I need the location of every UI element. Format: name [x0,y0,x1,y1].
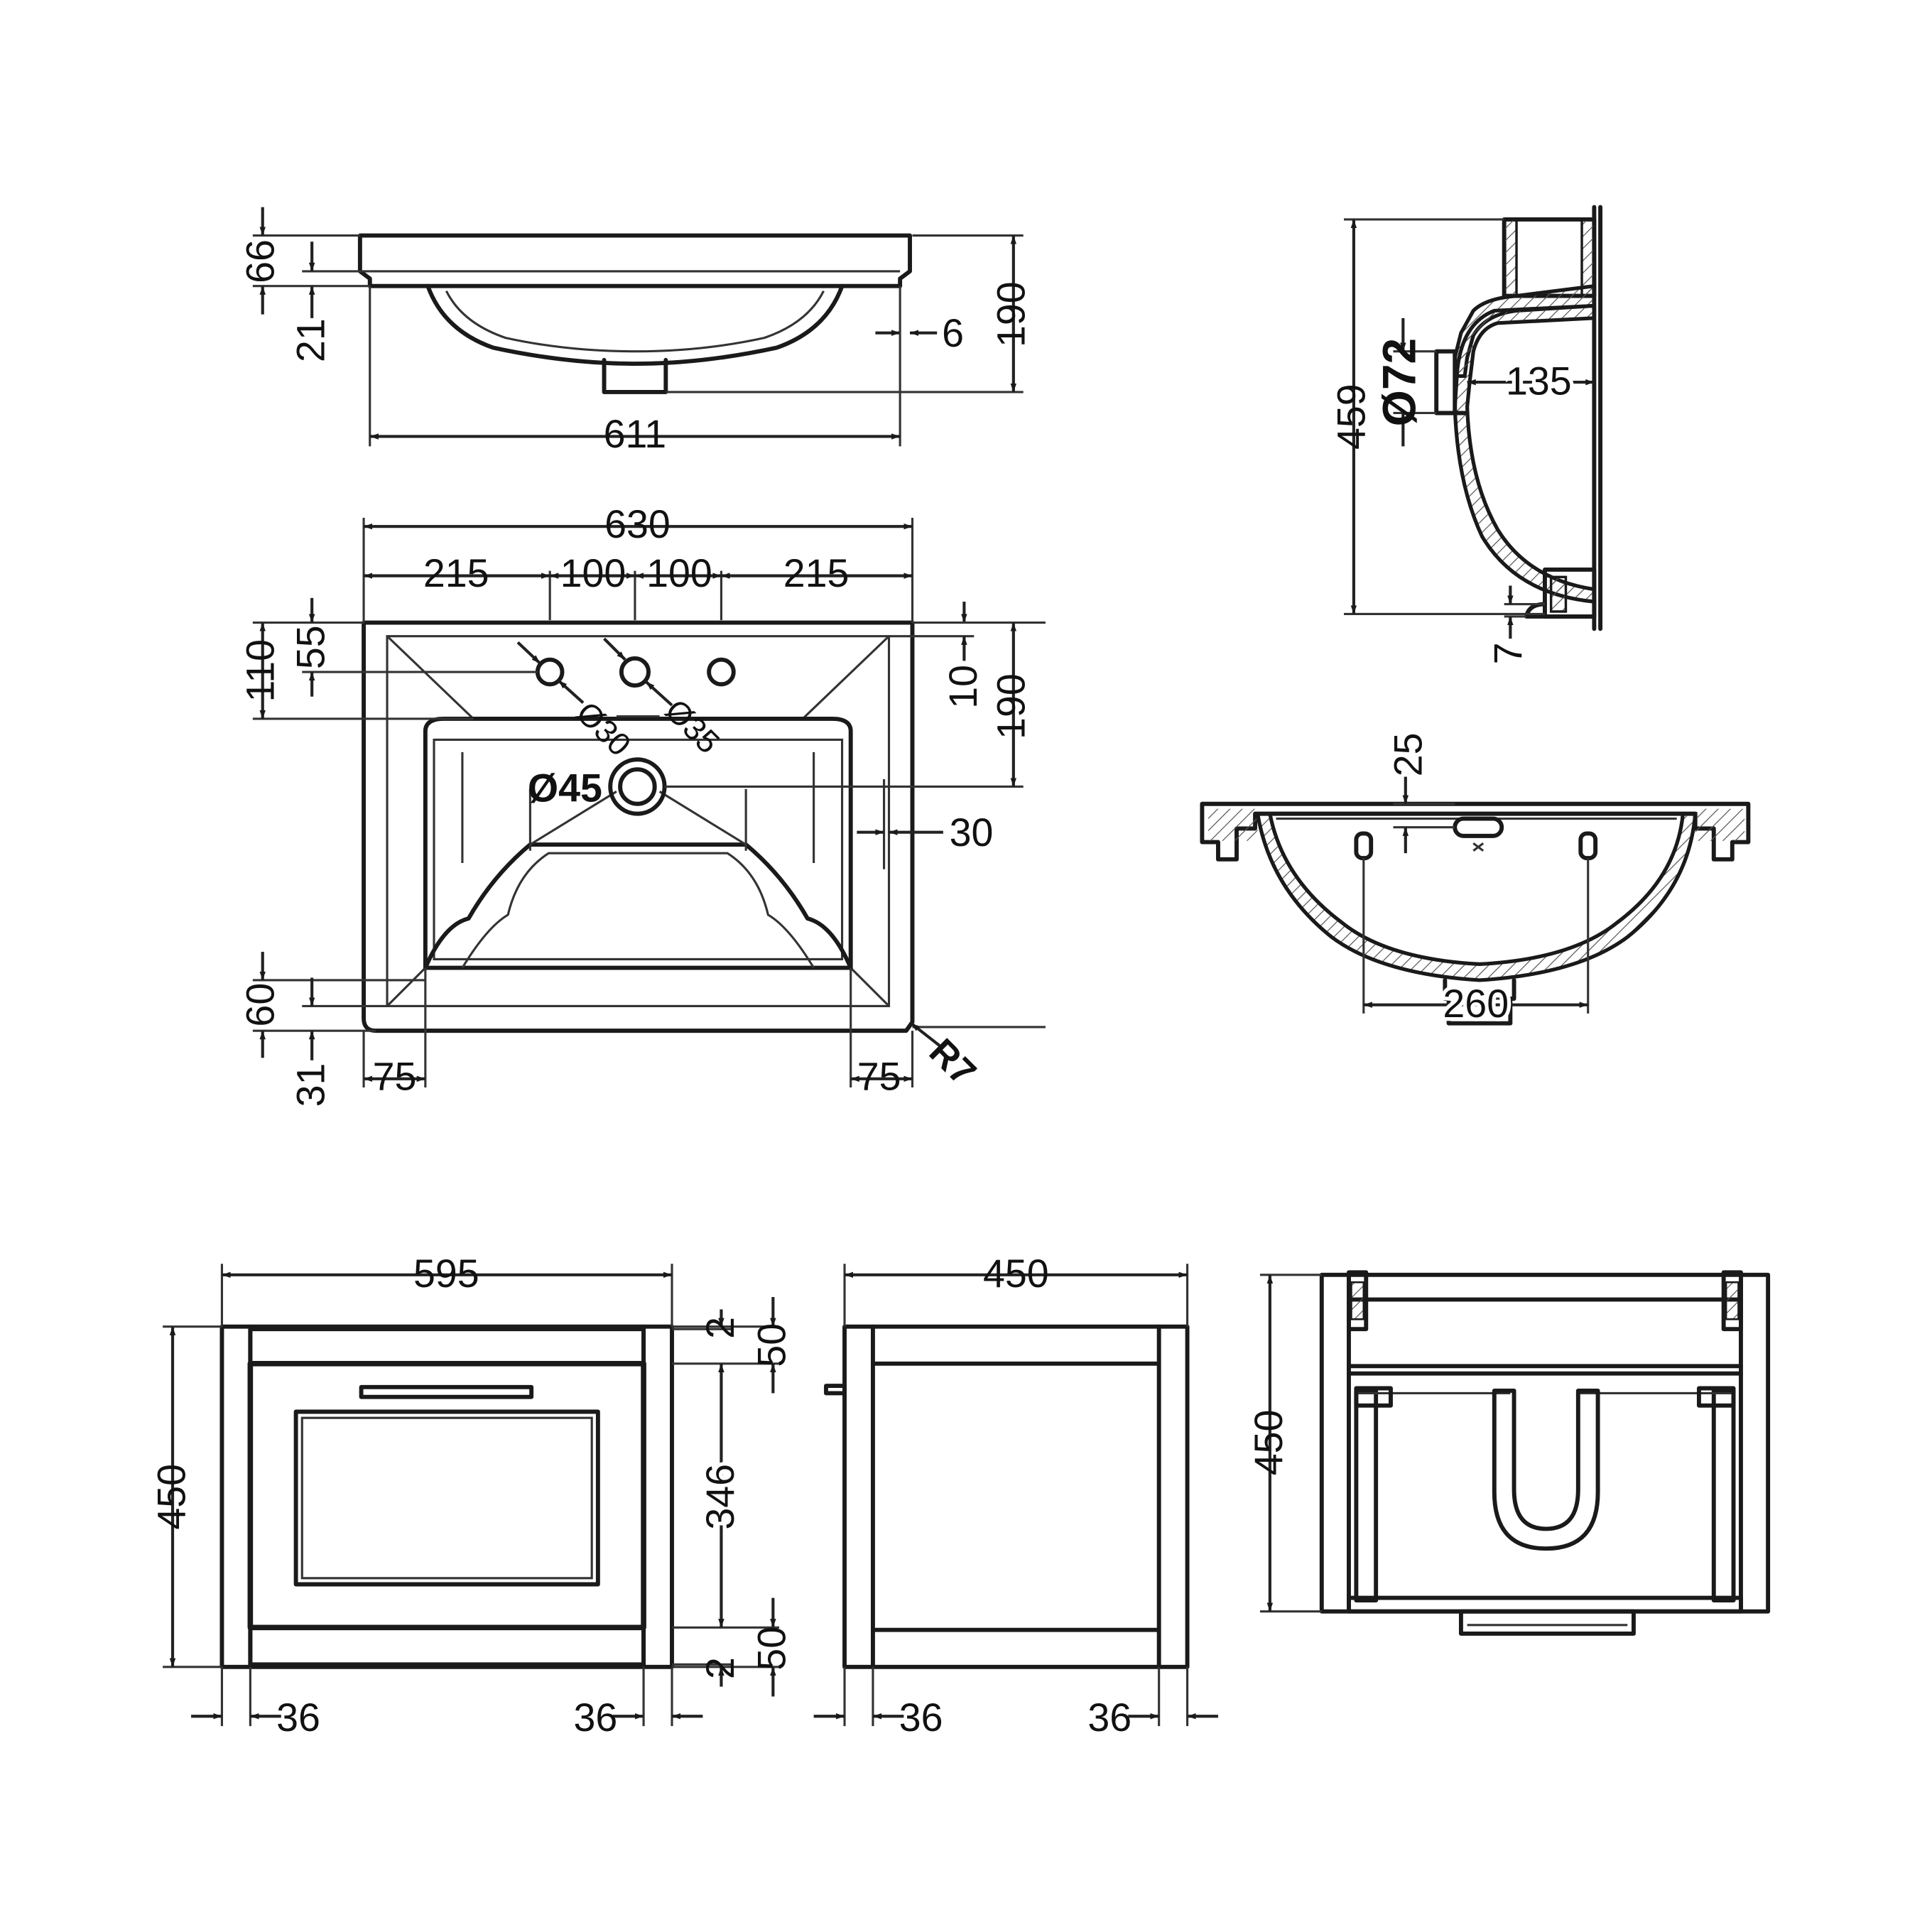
dim-595: 595 [413,1252,479,1296]
unit-side-view: 450 36 36 [813,1252,1218,1740]
dim-2-top: 2 [698,1317,742,1339]
dim-36-front-left: 36 [276,1695,320,1740]
dim-135: 135 [1506,359,1572,403]
dim-50-bottom: 50 [750,1627,794,1671]
dim-7: 7 [1486,643,1530,665]
basin-front-section: 25 260 [1200,732,1751,1029]
dim-346: 346 [698,1464,742,1530]
dim-459: 459 [1330,384,1374,450]
dim-110: 110 [238,639,282,702]
dim-dia-72: Ø72 [1373,338,1426,427]
dim-215-left: 215 [423,551,489,595]
unit-side-outline [824,1324,1190,1669]
basin-front-dimensions [252,207,1024,447]
basin-side-dimensions [1344,218,1595,639]
basin-side-outline [1434,205,1603,631]
dim-450-side: 450 [983,1252,1049,1296]
basin-section-outline [1200,801,1751,1026]
dim-dia-30: Ø30 [570,695,638,763]
basin-front-outline [357,233,912,394]
unit-front-view: 595 450 2 50 346 50 2 36 36 [149,1252,793,1740]
dim-100-left: 100 [560,551,626,595]
basin-plan-view: 630 215 100 100 215 110 55 10 190 Ø30 Ø3… [238,502,1046,1107]
dim-dia-45: Ø45 [528,766,602,810]
dim-100-right: 100 [646,551,712,595]
dim-630: 630 [604,502,671,546]
dim-6: 6 [942,311,964,355]
unit-side-dimensions [813,1264,1218,1727]
dim-60: 60 [238,983,282,1027]
dim-2-bottom: 2 [698,1657,742,1679]
unit-front-outline [219,1324,674,1669]
dim-55: 55 [289,625,333,669]
dim-190-plan: 190 [989,673,1033,739]
dim-190-front: 190 [989,281,1033,347]
dim-36-front-right: 36 [574,1695,618,1740]
dim-36-side-right: 36 [1087,1695,1131,1740]
dim-r7: R7 [921,1031,984,1094]
dim-66: 66 [238,239,282,283]
dim-75-left: 75 [373,1054,417,1098]
unit-back-outline [1319,1270,1771,1636]
dim-450-back: 450 [1247,1410,1291,1476]
basin-plan-outline [362,620,915,1033]
unit-front-dimensions [163,1264,780,1727]
basin-section-dimensions [1362,776,1590,1014]
dim-30: 30 [950,810,994,854]
unit-back-dimensions [1259,1274,1322,1613]
dim-215-right: 215 [783,551,850,595]
basin-plan-dimensions [252,518,1046,1087]
dim-611: 611 [604,412,667,456]
dim-36-side-left: 36 [899,1695,943,1740]
dim-31: 31 [289,1063,333,1107]
dim-260: 260 [1443,982,1509,1026]
dim-50-top: 50 [750,1323,794,1367]
dim-25: 25 [1386,732,1430,776]
basin-front-view: 66 21 190 6 611 [238,207,1033,456]
dim-10: 10 [941,665,985,709]
dim-450-front: 450 [149,1464,193,1530]
unit-back-view: 450 [1247,1270,1771,1636]
dim-21: 21 [289,318,333,362]
basin-side-section: 459 Ø72 135 7 [1330,205,1603,665]
dim-75-right: 75 [857,1054,901,1098]
